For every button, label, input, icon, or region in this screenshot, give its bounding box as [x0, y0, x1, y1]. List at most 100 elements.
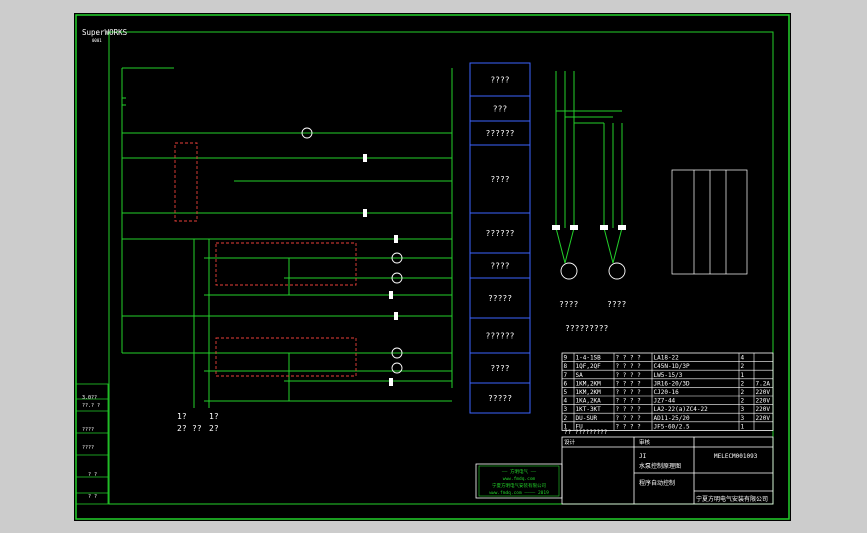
stamp-line-4: www.fmdq.com ———— 2019: [489, 490, 549, 496]
bom-cell: 2: [741, 389, 745, 396]
bom-cell: 1: [564, 423, 568, 430]
bom-cell: ? ? ? ?: [616, 398, 642, 405]
bom-cell: 6: [564, 380, 568, 387]
bom-cell: 3: [741, 406, 745, 413]
bom-cell: CJ20-16: [654, 389, 680, 396]
bom-cell: 220V: [756, 398, 771, 405]
bom-cell: 2: [564, 415, 568, 422]
bom-cell: LA2-22(a)ZC4-22: [654, 406, 709, 413]
left-strip: [75, 383, 109, 505]
bom-cell: 1KT-3KT: [576, 406, 602, 413]
bom-cell: ? ? ? ?: [616, 363, 642, 370]
function-block-label: ????: [490, 364, 509, 373]
bom-cell: LW5-15/3: [654, 372, 683, 379]
bom-cell: 1KM,2KM: [576, 389, 602, 396]
motor-caption: ?????????: [565, 324, 609, 333]
bom-cell: 3: [564, 406, 568, 413]
bottom-label-5: 2?: [209, 424, 219, 433]
bom-cell: ? ? ? ?: [616, 415, 642, 422]
bom-cell: 3: [741, 415, 745, 422]
relay-coils: [363, 154, 398, 386]
stamp-line-2: www.fmdq.com: [503, 476, 536, 482]
indicator-lamps: [301, 127, 403, 374]
bom-cell: 5: [564, 389, 568, 396]
interlock-boxes: [174, 142, 357, 377]
bom-table: 9 1-4-1SB ? ? ? ? LA18-22 4 8 1QF,2QF ? ? ? ? C4…: [561, 352, 774, 431]
bom-cell: 4: [564, 398, 568, 405]
tb-drawing-no: MELECM001093: [714, 453, 758, 460]
bom-cell: 9: [564, 355, 568, 362]
drawing-sheet: SuperWORKS 0001 3.0?? ??.? ? ???? ???? ?…: [74, 13, 791, 521]
bom-cell: 220V: [756, 406, 771, 413]
bom-cell: ? ? ? ?: [616, 406, 642, 413]
bom-cell: FU: [576, 423, 584, 430]
title-block: [561, 436, 774, 505]
bom-footer: ?? ?????????: [564, 429, 608, 436]
power-circuit: [555, 71, 623, 264]
bom-cell: JR16-20/3D: [654, 380, 691, 387]
stamp-line-3: 宁夏方明电气安装有限公司: [492, 482, 546, 489]
bottom-label-2: 1?: [209, 412, 219, 421]
approval-stamp: [475, 463, 563, 499]
bom-cell: DU-SUR: [576, 415, 598, 422]
motor-label-2: ????: [607, 300, 626, 309]
tb-tech-note: 程序自动控制: [639, 479, 675, 487]
strip-5: ? ?: [88, 472, 97, 478]
bom-cell: 8: [564, 363, 568, 370]
tb-project-code: JI: [639, 453, 647, 460]
tb-checker: 审核: [639, 438, 651, 446]
function-block-label: ??????: [486, 229, 515, 238]
bom-cell: ? ? ? ?: [616, 389, 642, 396]
bom-cell: 7.2A: [756, 380, 771, 387]
inner-frame: [108, 31, 774, 505]
stamp-line-1: —— 方明电气 ——: [502, 468, 537, 475]
bom-cell: ? ? ? ?: [616, 355, 642, 362]
strip-6: ? ?: [88, 494, 97, 500]
bottom-label-1: 1?: [177, 412, 187, 421]
bom-cell: 2: [741, 363, 745, 370]
function-block-label: ????: [490, 175, 509, 184]
bom-cell: C45N-1D/3P: [654, 363, 691, 370]
bom-cell: 1KM,2KM: [576, 380, 602, 387]
function-block-label: ??????: [486, 129, 515, 138]
schematic-canvas: SuperWORKS 0001 3.0?? ??.? ? ???? ???? ?…: [75, 14, 790, 520]
bom-cell: JZ7-44: [654, 398, 676, 405]
bom-cell: ? ? ? ?: [616, 380, 642, 387]
bom-cell: 1QF,2QF: [576, 363, 602, 370]
control-circuit: [121, 67, 453, 408]
function-block: [469, 382, 531, 414]
bom-cell: LA18-22: [654, 355, 680, 362]
tb-designer: 设计: [564, 438, 576, 446]
function-block-label: ??????: [486, 332, 515, 341]
function-block-label: ????: [490, 76, 509, 85]
bom-cell: JF5-60/2.5: [654, 423, 691, 430]
function-block-label: ?????: [488, 294, 512, 303]
bom-cell: ? ? ? ?: [616, 372, 642, 379]
bom-cell: ? ? ? ?: [616, 423, 642, 430]
bom-cell: SA: [576, 372, 584, 379]
strip-2: ??.? ?: [82, 403, 100, 409]
bom-cell: 1KA,2KA: [576, 398, 602, 405]
tb-org: 宁夏方明电气安装有限公司: [696, 495, 768, 503]
brand-label: SuperWORKS: [82, 28, 128, 37]
bom-cell: 1-4-1SB: [576, 355, 602, 362]
bom-cell: 4: [741, 355, 745, 362]
function-block-label: ????: [490, 262, 509, 271]
motor-thermal-coils: [552, 225, 626, 230]
function-blocks: ????????????????????????????????????????…: [469, 62, 531, 414]
bom-cell: 7: [564, 372, 568, 379]
motors: [560, 262, 626, 280]
strip-3: ????: [82, 427, 94, 433]
terminal-table: [671, 169, 748, 275]
brand-sub: 0001: [92, 38, 102, 43]
bottom-label-4: ??: [192, 424, 202, 433]
strip-4: ????: [82, 445, 94, 451]
bottom-label-3: 2?: [177, 424, 187, 433]
bom-cell: 1: [741, 423, 745, 430]
bom-cell: 220V: [756, 415, 771, 422]
strip-1: 3.0??: [82, 395, 97, 401]
bom-cell: AD11-25/20: [654, 415, 691, 422]
bom-frame: [561, 352, 774, 431]
bom-cell: 2: [741, 398, 745, 405]
motor-label-1: ????: [559, 300, 578, 309]
